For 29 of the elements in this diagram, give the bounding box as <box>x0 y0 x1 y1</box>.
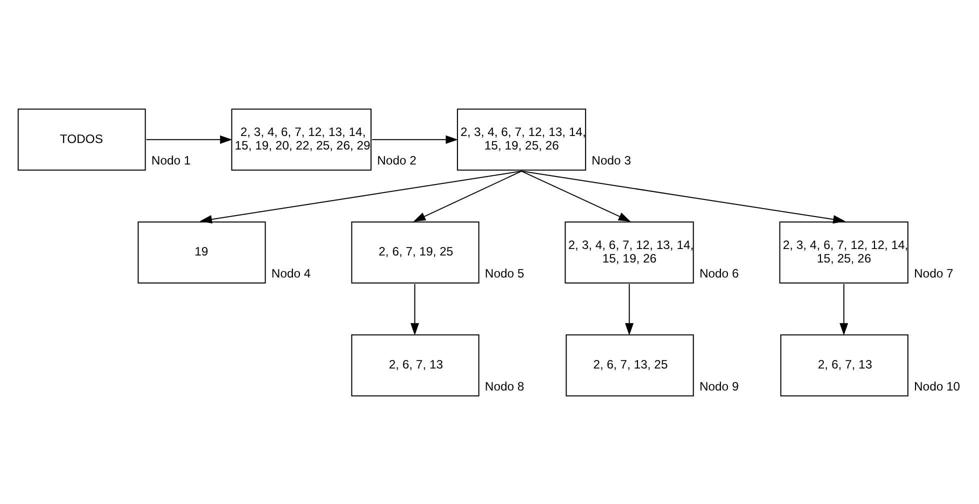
node-box: 2, 3, 4, 6, 7, 12, 13, 14, 15, 19, 20, 22, 25, 26, 29 <box>230 108 372 170</box>
arrow <box>520 170 845 224</box>
arrow <box>520 170 630 222</box>
node-box: 2, 6, 7, 13, 25 <box>565 334 694 396</box>
arrow <box>146 134 232 144</box>
arrow <box>199 170 522 224</box>
node-label: Nodo 6 <box>698 266 738 280</box>
node-label: Nodo 4 <box>270 266 310 280</box>
node-label: Nodo 3 <box>591 153 630 168</box>
node-box: 2, 3, 4, 6, 7, 12, 12, 14, 15, 25, 26 <box>778 220 908 284</box>
node-label: Nodo 8 <box>484 378 524 393</box>
node-label: Nodo 5 <box>484 266 524 280</box>
node-label: Nodo 10 <box>913 378 960 393</box>
node-box: 2, 6, 7, 13 <box>780 334 908 396</box>
arrow <box>624 284 634 335</box>
node-box: 2, 6, 7, 19, 25 <box>350 220 479 284</box>
node-box: 2, 3, 4, 6, 7, 12, 13, 14, 15, 19, 25, 26 <box>456 108 586 170</box>
node-box: TODOS <box>17 108 146 170</box>
arrow <box>412 170 522 222</box>
arrow <box>410 284 419 335</box>
node-box: 19 <box>137 220 266 284</box>
node-box: 2, 6, 7, 13 <box>350 334 479 396</box>
node-label: Nodo 7 <box>913 266 953 280</box>
node-box: 2, 3, 4, 6, 7, 12, 13, 14, 15, 19, 26 <box>564 220 694 284</box>
arrow <box>839 284 848 335</box>
arrow <box>372 134 458 144</box>
node-label: Nodo 9 <box>698 378 738 393</box>
node-label: Nodo 1 <box>150 153 190 168</box>
node-label: Nodo 2 <box>376 153 416 168</box>
